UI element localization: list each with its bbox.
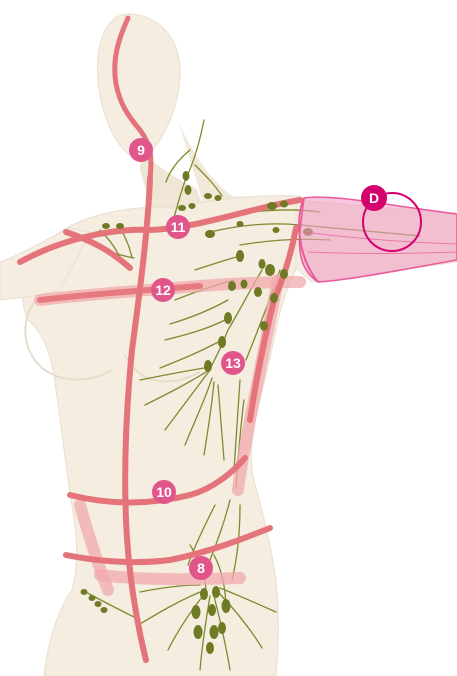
lymph-node — [267, 202, 277, 210]
lymph-node — [218, 336, 226, 348]
lymph-node — [116, 223, 124, 229]
lymph-node — [189, 203, 196, 209]
lymph-node — [200, 588, 208, 600]
lymph-node — [260, 321, 268, 331]
lymph-node — [204, 360, 212, 372]
band-groin-light — [100, 575, 240, 579]
lymph-node — [204, 193, 212, 199]
svg-text:9: 9 — [137, 142, 145, 158]
lymph-node — [95, 601, 102, 607]
lymph-node — [183, 171, 190, 181]
lymph-node — [280, 269, 288, 279]
svg-text:12: 12 — [155, 282, 171, 298]
lymph-node — [236, 250, 244, 262]
lymph-node — [222, 599, 231, 613]
marker-12: 12 — [151, 278, 175, 302]
lymph-node — [192, 605, 201, 619]
lymph-node — [178, 205, 186, 211]
lymph-node — [81, 589, 88, 595]
svg-text:11: 11 — [171, 219, 186, 235]
head — [98, 14, 181, 160]
lymph-node — [89, 595, 96, 601]
lymph-node — [212, 586, 220, 598]
lymph-node — [205, 230, 215, 238]
svg-text:D: D — [369, 190, 379, 206]
marker-9: 9 — [129, 138, 153, 162]
lymph-node — [101, 607, 108, 613]
marker-11: 11 — [166, 215, 190, 239]
lymph-node — [241, 280, 248, 289]
lymph-node — [228, 281, 236, 291]
marker-10: 10 — [152, 480, 176, 504]
lymph-node — [185, 185, 192, 195]
lymph-node — [218, 622, 226, 634]
marker-13: 13 — [221, 351, 245, 375]
lymph-node — [254, 287, 262, 297]
lymph-node — [224, 312, 232, 324]
lymph-node — [237, 221, 244, 227]
lymph-node — [265, 264, 275, 276]
svg-text:8: 8 — [197, 560, 205, 576]
marker-d: D — [361, 185, 387, 211]
lymph-node — [206, 642, 214, 654]
lymph-node — [194, 625, 203, 639]
lymph-node — [210, 625, 219, 639]
marker-8: 8 — [189, 556, 213, 580]
lymph-node — [270, 293, 278, 303]
svg-text:10: 10 — [156, 484, 172, 500]
lymph-node — [259, 259, 266, 269]
lymph-node — [102, 223, 110, 229]
lymph-node — [280, 201, 288, 208]
lymph-node — [208, 604, 216, 616]
lymph-node — [215, 195, 222, 201]
svg-text:13: 13 — [225, 355, 241, 371]
lymph-node — [273, 227, 280, 233]
